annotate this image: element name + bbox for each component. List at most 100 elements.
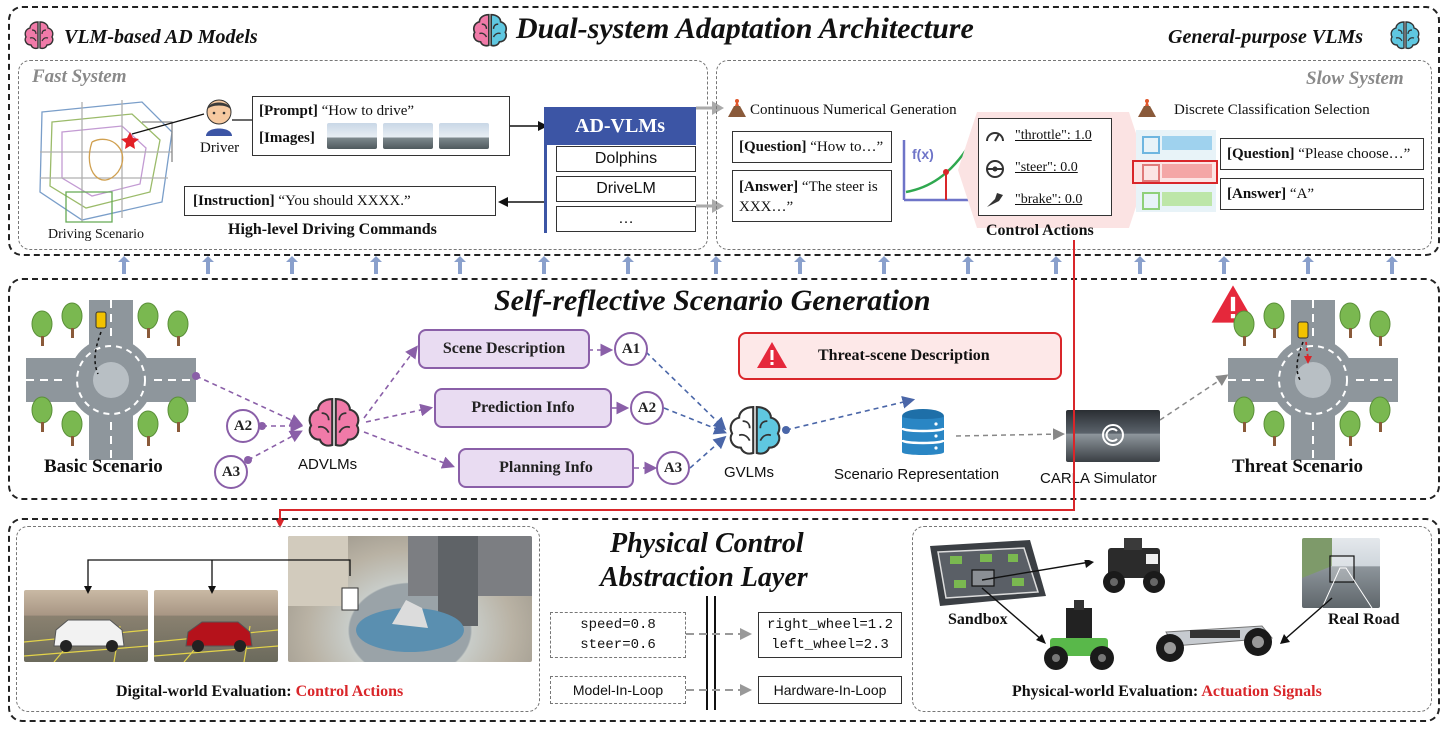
abstraction-layer-title-2: Abstraction Layer — [600, 562, 808, 593]
threat-scenario-label: Threat Scenario — [1232, 456, 1364, 477]
node-a3-left: A3 — [214, 455, 248, 489]
advlms-header: AD-VLMs — [544, 107, 696, 145]
basic-scenario-roundabout — [26, 300, 196, 460]
general-purpose-vlms-label: General-purpose VLMs — [1168, 26, 1364, 48]
node-a2-mid: A2 — [630, 391, 664, 425]
volcano-icon-discrete — [1138, 99, 1156, 117]
mapping-arrow-top — [686, 628, 752, 640]
real-road-image — [1302, 538, 1380, 608]
digital-world-panel — [16, 526, 540, 712]
discrete-selection-label: Discrete Classification Selection — [1174, 102, 1370, 118]
steering-wheel-icon — [986, 160, 1004, 178]
threat-description-label: Threat-scene Description — [818, 347, 990, 364]
red-feedback-line — [275, 240, 1075, 528]
node-a1: A1 — [614, 332, 648, 366]
brake-value: "brake": 0.0 — [1015, 192, 1083, 207]
digital-world-label: Digital-world Evaluation: Control Action… — [116, 683, 404, 700]
real-road-label: Real Road — [1328, 611, 1400, 628]
physical-world-label: Physical-world Evaluation: Actuation Sig… — [1012, 683, 1322, 700]
map-to-driver-connector — [131, 113, 205, 135]
driving-scenario-map — [39, 100, 173, 223]
option-b-bar — [1162, 164, 1212, 178]
throttle-value: "throttle": 1.0 — [1015, 128, 1092, 143]
driver-label: Driver — [200, 140, 240, 156]
node-a3-mid: A3 — [656, 451, 690, 485]
dual-system-title: Dual-system Adaptation Architecture — [516, 12, 974, 45]
option-b — [1142, 164, 1160, 182]
instruction-box: [Instruction] “You should XXXX.” — [184, 186, 496, 216]
driver-to-prompt-connector — [232, 119, 252, 121]
option-c — [1142, 192, 1160, 210]
robot-car-dark — [1103, 538, 1165, 593]
abstraction-bar-1 — [706, 596, 708, 710]
vlm-ad-models-label: VLM-based AD Models — [64, 26, 258, 48]
road-image-1 — [327, 123, 377, 149]
abstraction-bar-2 — [714, 596, 716, 710]
answer-box-discrete: [Answer] “A” — [1220, 178, 1424, 210]
hardware-in-loop-box: Hardware-In-Loop — [758, 676, 902, 704]
node-a2-left: A2 — [226, 409, 260, 443]
prompt-to-advlms-arrow — [510, 121, 548, 131]
blue-brain-icon — [1390, 21, 1420, 50]
question-box-discrete: [Question] “Please choose…” — [1220, 138, 1424, 170]
planning-info-pill: Planning Info — [458, 448, 634, 488]
fx-label: f(x) — [912, 146, 934, 162]
scene-description-pill: Scene Description — [418, 329, 590, 369]
answer-box-continuous: [Answer] “The steer is XXX…” — [732, 170, 892, 222]
colorful-brain-icon — [472, 13, 508, 47]
fast-system-panel — [18, 60, 708, 250]
option-a-bar — [1162, 136, 1212, 150]
scenario-flow-connectors — [192, 343, 1229, 475]
chassis-platform — [1156, 625, 1274, 662]
physical-world-panel — [912, 526, 1432, 712]
steer-value: "steer": 0.0 — [1015, 160, 1078, 175]
road-image-2 — [383, 123, 433, 149]
advlms-brain-icon — [308, 397, 360, 447]
scenario-generation-section — [8, 278, 1440, 500]
sandbox-to-robots-arrows — [981, 560, 1094, 644]
option-a — [1142, 136, 1160, 154]
digital-world-connectors — [84, 559, 351, 594]
fast-system-label: Fast System — [32, 66, 127, 87]
question-box-continuous: [Question] “How to…” — [732, 131, 892, 163]
roundabout-city-image — [288, 536, 532, 662]
upward-arrows-row — [118, 256, 1398, 274]
control-actions-box: "throttle": 1.0 "steer": 0.0 "brake": 0.… — [978, 118, 1112, 216]
red-car-image — [154, 590, 278, 662]
abstraction-layer-title-1: Physical Control — [610, 528, 804, 559]
prompt-box: [Prompt] “How to drive” [Images] — [252, 96, 510, 156]
carla-simulator-label: CARLA Simulator — [1040, 470, 1157, 487]
brake-pedal-icon — [987, 193, 1003, 207]
pink-brain-icon — [24, 21, 54, 50]
dual-system-section — [8, 6, 1440, 256]
throttle-gauge-icon — [986, 132, 1004, 142]
gvlms-label: GVLMs — [724, 464, 775, 481]
volcano-icon-continuous — [728, 99, 746, 117]
option-c-bar — [1162, 192, 1212, 206]
sandbox-label: Sandbox — [948, 611, 1008, 628]
advlms-to-slow-arrow-top — [696, 101, 724, 115]
advlm-item-dolphins: Dolphins — [556, 146, 696, 172]
prediction-info-pill: Prediction Info — [434, 388, 612, 428]
slow-system-label: Slow System — [1306, 68, 1404, 89]
warning-icon-small — [757, 342, 787, 368]
real-road-to-chassis-arrow — [1280, 597, 1333, 644]
advlm-item-more: … — [556, 206, 696, 232]
gvlms-brain-icon — [729, 405, 781, 455]
threat-description-box — [738, 332, 1062, 380]
driver-avatar — [206, 99, 232, 136]
advlms-label: ADVLMs — [298, 456, 358, 473]
mapping-arrow-bottom — [686, 684, 752, 696]
white-car-image — [24, 590, 148, 662]
scenario-representation-label: Scenario Representation — [834, 466, 1000, 483]
carla-simulator-image — [1066, 410, 1160, 462]
sandbox-image — [930, 540, 1046, 606]
scenario-database-icon — [900, 409, 946, 455]
control-actions-label: Control Actions — [986, 222, 1094, 239]
advlms-list-bar — [544, 145, 547, 233]
continuous-generation-label: Continuous Numerical Generation — [750, 102, 957, 118]
driving-scenario-label: Driving Scenario — [48, 227, 145, 242]
model-in-loop-box: Model-In-Loop — [550, 676, 686, 704]
